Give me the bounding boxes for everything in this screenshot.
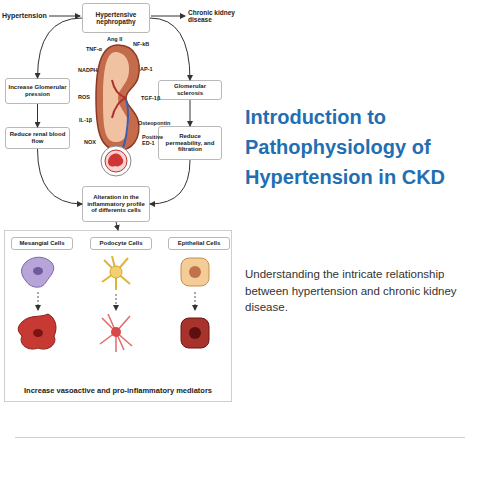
diagram-label: Osteopontin xyxy=(138,120,172,126)
kidney-outline xyxy=(96,45,139,150)
diagram-label: TGF-1β xyxy=(141,95,163,101)
connector-arrow xyxy=(150,160,190,204)
mesangial-cell xyxy=(22,257,54,287)
process-box: Alteration in the inflammatory profile o… xyxy=(82,186,150,222)
connector-arrow xyxy=(116,222,118,230)
process-box: Mesangial Cells xyxy=(11,237,73,250)
damaged-podocyte xyxy=(100,314,132,352)
subtitle-text: Understanding the intricate relationship… xyxy=(245,266,477,316)
process-box: Reduce renal blood flow xyxy=(5,127,70,149)
process-box: Increase Glomerular pression xyxy=(5,78,70,104)
arrow-line xyxy=(49,16,80,17)
box-text: Increase Glomerular pression xyxy=(8,84,67,98)
box-text: Glomerular sclerosis xyxy=(161,83,219,97)
process-box: Glomerular sclerosis xyxy=(158,80,222,100)
box-text: Alteration in the inflammatory profile o… xyxy=(85,194,147,215)
cell-nucleus xyxy=(189,327,201,339)
diagram-label: Ang II xyxy=(107,36,131,42)
glomerulus-frame xyxy=(101,146,131,176)
box-text: Mesangial Cells xyxy=(19,240,64,247)
frame-caption: Increase vasoactive and pro-inflammatory… xyxy=(5,386,231,395)
arrow-line xyxy=(151,16,185,17)
process-box: Hypertensive nephropathy xyxy=(82,3,150,33)
cell-nucleus xyxy=(189,266,201,278)
box-text: Hypertensive nephropathy xyxy=(85,11,147,26)
divider-line xyxy=(15,437,465,438)
epithelial-cell xyxy=(181,258,209,286)
podocyte-body xyxy=(111,327,121,337)
process-box: Podocyte Cells xyxy=(90,237,152,250)
dashed-arrow xyxy=(116,294,117,310)
diagram-label: IL-1β xyxy=(79,117,99,123)
activated-mesangial-cell xyxy=(18,314,56,349)
box-text: Epithelial Cells xyxy=(178,240,221,247)
capillary-tuft xyxy=(108,154,123,167)
box-text: Reduce permeability, and filtration xyxy=(161,133,219,154)
process-box: Epithelial Cells xyxy=(168,237,230,250)
connector-arrow xyxy=(190,100,191,126)
connector-arrow xyxy=(38,18,83,78)
connector-arrow xyxy=(37,104,38,127)
cell-nucleus xyxy=(33,267,43,275)
diagram-label: TNF-α xyxy=(86,46,110,52)
diagram-label: Positive ED-1 xyxy=(142,134,158,147)
diagram-label: AP-1 xyxy=(140,66,160,72)
podocyte-body xyxy=(110,266,122,278)
dashed-arrow xyxy=(38,292,39,310)
box-text: Reduce renal blood flow xyxy=(8,131,67,145)
diagram-label: NADPH xyxy=(78,67,102,73)
dashed-arrow xyxy=(195,292,196,310)
diagram-label: ROS xyxy=(78,94,98,100)
diagram-label: NF-kB xyxy=(133,41,157,47)
kidney-inner xyxy=(103,52,129,142)
damaged-epithelial-cell xyxy=(181,318,209,348)
podocyte-cell xyxy=(102,256,130,290)
box-text: Podocyte Cells xyxy=(99,240,142,247)
process-box: Reduce permeability, and filtration xyxy=(158,126,222,160)
glomerulus xyxy=(105,150,127,172)
group-frame: Increase vasoactive and pro-inflammatory… xyxy=(4,230,232,402)
slide-title: Introduction to Pathophysiology of Hyper… xyxy=(245,102,475,192)
diagram-label: Chronic kidney disease xyxy=(188,9,240,24)
diagram-label: NOX xyxy=(84,139,104,145)
diagram-label: Hypertension xyxy=(2,12,50,20)
connector-arrow xyxy=(150,18,190,80)
kidney-vessel xyxy=(112,80,126,118)
connector-arrow xyxy=(38,149,83,204)
cell-nucleus xyxy=(33,329,43,337)
